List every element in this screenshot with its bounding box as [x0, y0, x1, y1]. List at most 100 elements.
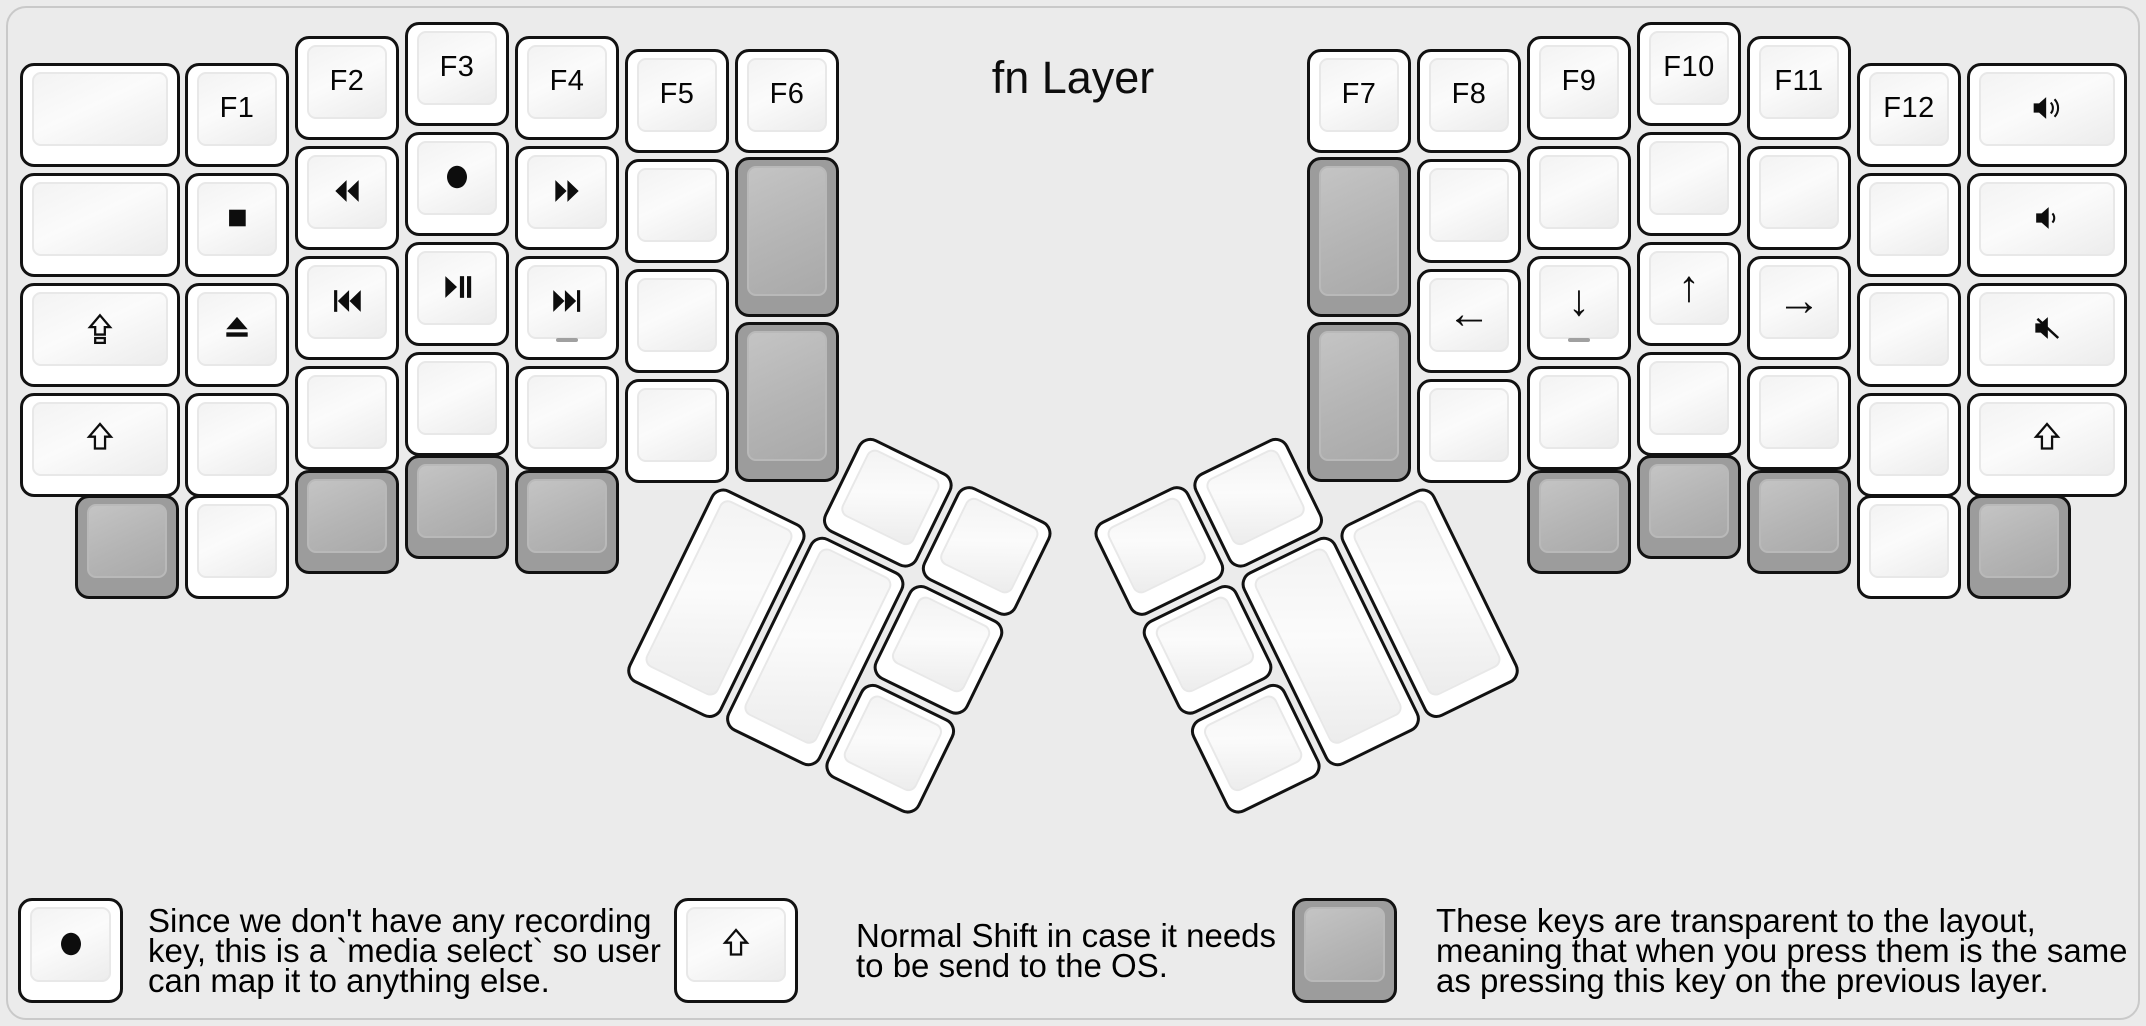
arrow-right-icon: → — [1777, 276, 1821, 325]
key-f12[interactable]: F12 — [1857, 63, 1961, 167]
keycap-surface — [747, 331, 827, 461]
legend-text-line: can map it to anything else. — [148, 962, 550, 999]
legend-normal-shift-key — [674, 898, 798, 1003]
key-blank[interactable] — [515, 366, 619, 470]
volume-mute-icon — [1970, 286, 2124, 370]
key-f11[interactable]: F11 — [1747, 36, 1851, 140]
key-play-pause[interactable] — [405, 242, 509, 346]
key-blank[interactable] — [20, 173, 180, 277]
arrow-left-icon: ← — [1447, 289, 1491, 338]
key-label: F8 — [1420, 52, 1518, 136]
keycap-surface — [686, 907, 786, 982]
key-volume-up[interactable] — [1967, 63, 2127, 167]
keycap-surface — [1979, 72, 2115, 146]
keycap-surface — [840, 692, 946, 795]
key-transparent[interactable] — [1967, 495, 2071, 599]
keycap-surface — [527, 155, 607, 229]
legend-text-line: meaning that when you press them is the … — [1436, 932, 2128, 969]
key-transparent[interactable] — [735, 157, 839, 317]
key-blank[interactable] — [295, 366, 399, 470]
legend-media-select-key — [18, 898, 123, 1003]
key-volume-mute[interactable] — [1967, 283, 2127, 387]
key-blank[interactable] — [185, 495, 289, 599]
legend-transparent-keys-key — [1292, 898, 1397, 1003]
key-shift-left[interactable] — [20, 393, 180, 497]
legend-text-line: key, this is a `media select` so user — [148, 932, 661, 969]
key-blank[interactable] — [185, 393, 289, 497]
key-shift-right[interactable] — [1967, 393, 2127, 497]
key-label: F3 — [408, 25, 506, 109]
key-f1[interactable]: F1 — [185, 63, 289, 167]
key-prev-track[interactable] — [295, 256, 399, 360]
key-transparent[interactable] — [1637, 455, 1741, 559]
key-arrow-down[interactable]: ↓ — [1527, 256, 1631, 360]
key-blank[interactable] — [625, 379, 729, 483]
key-label-text: F2 — [329, 64, 365, 97]
key-stop[interactable] — [185, 173, 289, 277]
key-f5[interactable]: F5 — [625, 49, 729, 153]
keycap-surface — [888, 593, 994, 696]
key-transparent[interactable] — [1747, 470, 1851, 574]
key-transparent[interactable] — [405, 455, 509, 559]
key-label-text: F7 — [1341, 77, 1377, 110]
keycap-surface — [1869, 182, 1949, 256]
key-blank[interactable] — [1527, 366, 1631, 470]
keycap-surface — [307, 265, 387, 339]
key-label: F5 — [628, 52, 726, 136]
key-blank[interactable] — [1527, 146, 1631, 250]
keycap-surface — [307, 479, 387, 553]
key-f10[interactable]: F10 — [1637, 22, 1741, 126]
key-blank[interactable] — [1637, 352, 1741, 456]
key-f9[interactable]: F9 — [1527, 36, 1631, 140]
key-volume-down[interactable] — [1967, 173, 2127, 277]
key-blank[interactable] — [1417, 379, 1521, 483]
arrow-down-icon: ↓ — [1568, 276, 1590, 325]
key-rewind[interactable] — [295, 146, 399, 250]
key-blank[interactable] — [1417, 159, 1521, 263]
key-media-select[interactable] — [405, 132, 509, 236]
key-blank[interactable] — [1857, 495, 1961, 599]
keycap-surface — [32, 72, 168, 146]
key-transparent[interactable] — [735, 322, 839, 482]
key-label: F1 — [188, 66, 286, 150]
key-caps-lock[interactable] — [20, 283, 180, 387]
key-f2[interactable]: F2 — [295, 36, 399, 140]
key-blank[interactable] — [625, 159, 729, 263]
key-transparent[interactable] — [1307, 157, 1411, 317]
key-arrow-right[interactable]: → — [1747, 256, 1851, 360]
keycap-surface — [1759, 155, 1839, 229]
key-f8[interactable]: F8 — [1417, 49, 1521, 153]
key-blank[interactable] — [1747, 146, 1851, 250]
key-f3[interactable]: F3 — [405, 22, 509, 126]
key-arrow-up[interactable]: ↑ — [1637, 242, 1741, 346]
shift-icon — [1970, 396, 2124, 480]
key-eject[interactable] — [185, 283, 289, 387]
play-pause-icon — [408, 245, 506, 329]
key-blank[interactable] — [625, 269, 729, 373]
key-blank[interactable] — [20, 63, 180, 167]
key-blank[interactable] — [1857, 173, 1961, 277]
key-f6[interactable]: F6 — [735, 49, 839, 153]
key-transparent[interactable] — [515, 470, 619, 574]
key-label: F12 — [1860, 66, 1958, 150]
key-f7[interactable]: F7 — [1307, 49, 1411, 153]
legend-transparent-keys-text: These keys are transparent to the layout… — [1436, 904, 2128, 997]
key-blank[interactable] — [405, 352, 509, 456]
key-blank[interactable] — [1747, 366, 1851, 470]
rewind-icon — [298, 149, 396, 233]
key-transparent[interactable] — [1527, 470, 1631, 574]
key-blank[interactable] — [1857, 283, 1961, 387]
key-next-track[interactable] — [515, 256, 619, 360]
key-transparent[interactable] — [295, 470, 399, 574]
key-f4[interactable]: F4 — [515, 36, 619, 140]
keycap-surface — [1649, 464, 1729, 538]
keycap-surface — [1759, 265, 1839, 339]
keycap-surface — [1200, 692, 1306, 795]
key-blank[interactable] — [1857, 393, 1961, 497]
key-fast-forward[interactable] — [515, 146, 619, 250]
key-transparent[interactable] — [1307, 322, 1411, 482]
key-blank[interactable] — [1637, 132, 1741, 236]
key-arrow-left[interactable]: ← — [1417, 269, 1521, 373]
keycap-surface — [1539, 375, 1619, 449]
key-transparent[interactable] — [75, 495, 179, 599]
